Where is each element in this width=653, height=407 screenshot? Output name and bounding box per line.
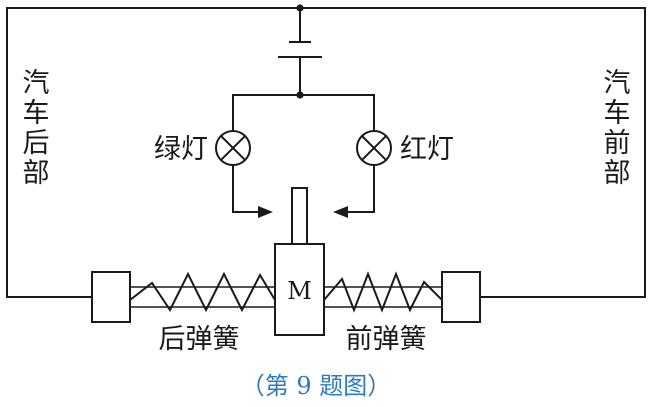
red-lamp xyxy=(356,130,392,166)
rear-spring xyxy=(128,271,277,313)
outer-circuit-wire xyxy=(6,7,646,298)
contact-rod xyxy=(291,187,308,245)
svg-text:部: 部 xyxy=(604,158,631,189)
red-lamp-label: 红灯 xyxy=(400,134,454,165)
mass-block-m xyxy=(274,243,325,336)
lamp-branch-wires xyxy=(232,94,375,132)
svg-text:汽: 汽 xyxy=(23,68,50,99)
svg-text:前: 前 xyxy=(604,128,631,159)
svg-text:汽: 汽 xyxy=(604,68,631,99)
figure-caption: （第 9 题图） xyxy=(241,372,392,400)
mass-block-label: M xyxy=(287,277,312,305)
svg-text:车: 车 xyxy=(604,98,631,129)
svg-text:车: 车 xyxy=(23,98,50,129)
front-fixed-block xyxy=(441,271,481,323)
front-spring xyxy=(322,271,444,313)
svg-text:后: 后 xyxy=(23,128,50,159)
svg-text:部: 部 xyxy=(23,158,50,189)
car-front-label: 汽 车 前 部 xyxy=(604,68,631,189)
green-lamp xyxy=(215,130,251,166)
front-spring-label: 前弹簧 xyxy=(346,324,427,355)
green-lamp-contact-arrow xyxy=(232,164,273,218)
green-lamp-label: 绿灯 xyxy=(154,134,208,165)
battery xyxy=(278,4,322,99)
car-rear-label: 汽 车 后 部 xyxy=(23,68,50,189)
rear-spring-label: 后弹簧 xyxy=(159,324,240,355)
rear-fixed-block xyxy=(91,271,131,323)
red-lamp-contact-arrow xyxy=(333,164,375,218)
